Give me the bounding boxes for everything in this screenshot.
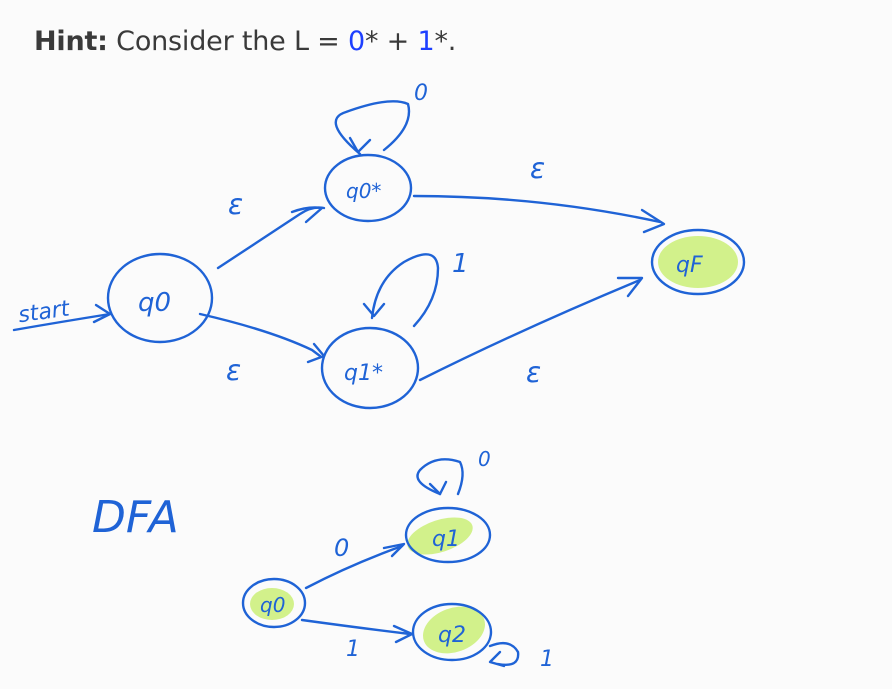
nfa-state-qf: [650, 228, 746, 296]
nfa-label-qf: qF: [676, 253, 703, 278]
dfa-state-q2: [411, 602, 493, 662]
dfa-title: DFA: [92, 492, 179, 543]
nfa-label-q0: q0: [138, 288, 171, 318]
nfa-state-q0star: [323, 153, 413, 223]
hint-text: Consider the L =: [116, 26, 348, 57]
nfa-state-q0: [106, 252, 214, 344]
dfa-edge-q0-q1: [304, 544, 404, 590]
loop-q0star: [334, 100, 411, 156]
edge-q0star-qf: [412, 194, 662, 224]
dfa-q1-highlight: [407, 517, 473, 555]
dfa-loop-q2-arrowhead: [488, 650, 506, 668]
edge-q1star-qf: [418, 278, 642, 382]
hint-one: 1: [417, 26, 435, 57]
nfa-state-q1star: [320, 326, 420, 410]
loop-q1star-arrowhead: [362, 302, 386, 318]
label-loop-one: 1: [452, 249, 469, 279]
arrowhead-q1star-qf: [616, 276, 644, 298]
nfa-label-q1star: q1*: [344, 361, 383, 386]
label-eps-q1star-qf: ε: [526, 356, 541, 389]
dfa-q0-highlight: [250, 588, 294, 620]
arrowhead-q0-q0star: [290, 206, 324, 224]
dfa-loop-q1-arrowhead: [428, 480, 448, 496]
label-eps-q0-q0star: ε: [228, 188, 243, 221]
loop-q0star-arrowhead: [348, 136, 372, 154]
dfa-label-loop-one: 1: [540, 647, 554, 672]
dfa-edge-q0-q2: [300, 618, 412, 636]
hint-star-plus: * +: [364, 26, 418, 57]
label-loop-zero: 0: [414, 81, 428, 106]
dfa-arrowhead-q0-q2: [392, 624, 414, 644]
nfa-label-q0star: q0*: [346, 179, 381, 203]
loop-q1star: [370, 253, 440, 328]
dfa-loop-q1: [416, 458, 464, 496]
dfa-loop-q2: [488, 641, 520, 666]
start-label: start: [17, 296, 73, 328]
start-arrow: [12, 312, 112, 332]
start-arrowhead: [92, 303, 112, 324]
dfa-label-q1: q1: [432, 527, 460, 552]
dfa-label-q2: q2: [438, 623, 466, 648]
hint-tail: *.: [434, 26, 457, 57]
dfa-state-q0: [241, 577, 307, 629]
nfa-final-highlight: [658, 236, 738, 288]
arrowhead-q0-q1star: [306, 342, 326, 364]
dfa-arrowhead-q0-q1: [382, 542, 406, 558]
hint-line: Hint: Consider the L = 0* + 1*.: [34, 26, 456, 57]
dfa-label-q0: q0: [260, 593, 285, 617]
dfa-label-loop-zero: 0: [478, 447, 491, 471]
edge-q0-q1star: [198, 312, 322, 358]
arrowhead-q0star-qf: [640, 208, 666, 234]
dfa-label-edge-one: 1: [346, 637, 360, 662]
dfa-label-edge-zero: 0: [334, 534, 349, 562]
label-eps-q0-q1star: ε: [226, 354, 241, 387]
hint-label: Hint:: [34, 26, 108, 57]
dfa-state-q1: [404, 506, 492, 564]
hint-zero: 0: [347, 26, 365, 57]
label-eps-q0star-qf: ε: [530, 152, 545, 185]
dfa-q2-highlight: [423, 606, 485, 654]
